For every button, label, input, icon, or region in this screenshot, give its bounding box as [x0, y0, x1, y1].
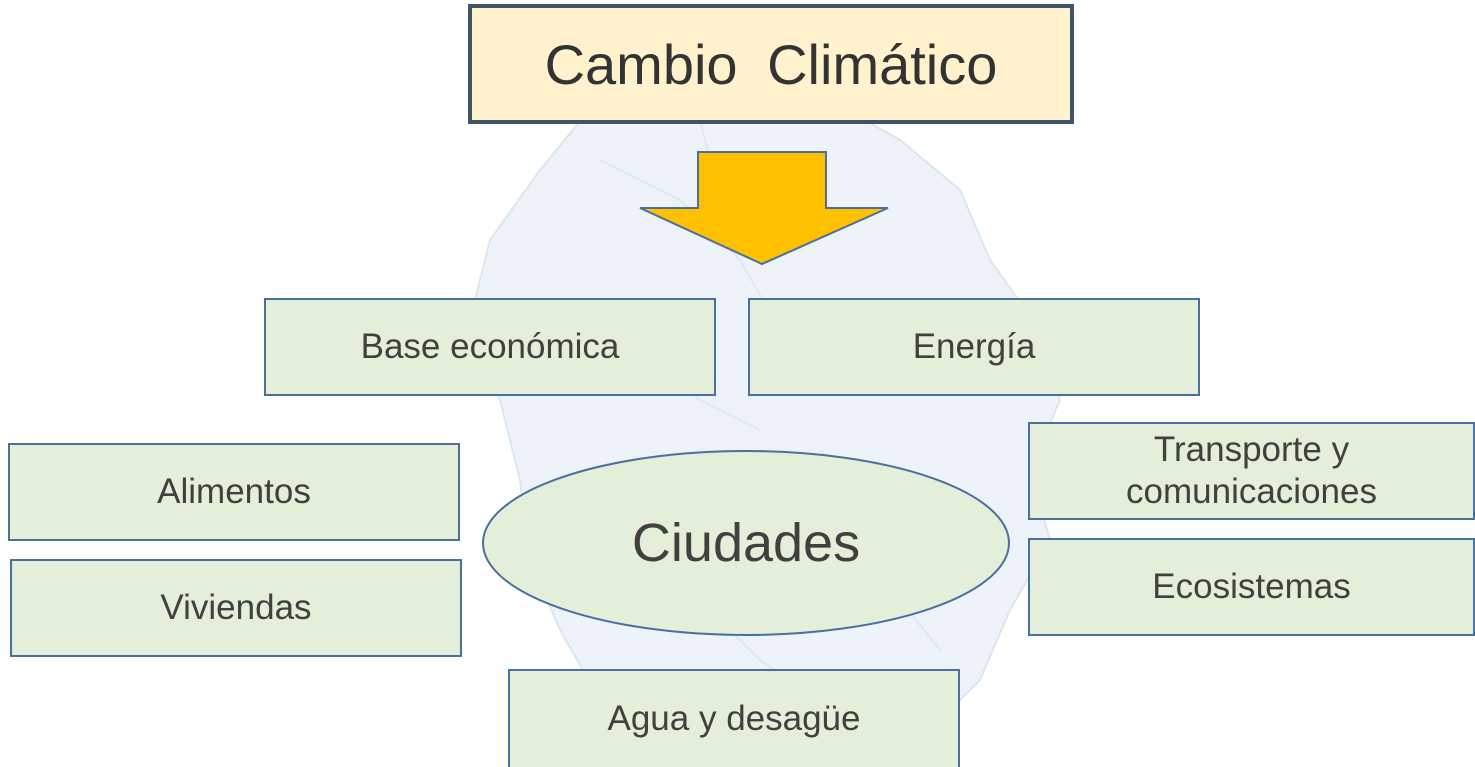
sector-box-viviendas: Viviendas	[10, 559, 462, 657]
sector-box-base-economica: Base económica	[264, 298, 716, 396]
center-ellipse	[482, 450, 1010, 636]
down-arrow-icon	[639, 151, 889, 266]
sector-box-transporte: Transporte y comunicaciones	[1028, 422, 1475, 520]
center-label: Ciudades	[631, 513, 861, 573]
sector-box-energia: Energía	[748, 298, 1200, 396]
sector-box-agua: Agua y desagüe	[508, 669, 960, 767]
sector-box-alimentos: Alimentos	[8, 443, 460, 541]
title-box: Cambio Climático	[468, 4, 1074, 124]
sector-box-ecosistemas: Ecosistemas	[1028, 538, 1475, 636]
